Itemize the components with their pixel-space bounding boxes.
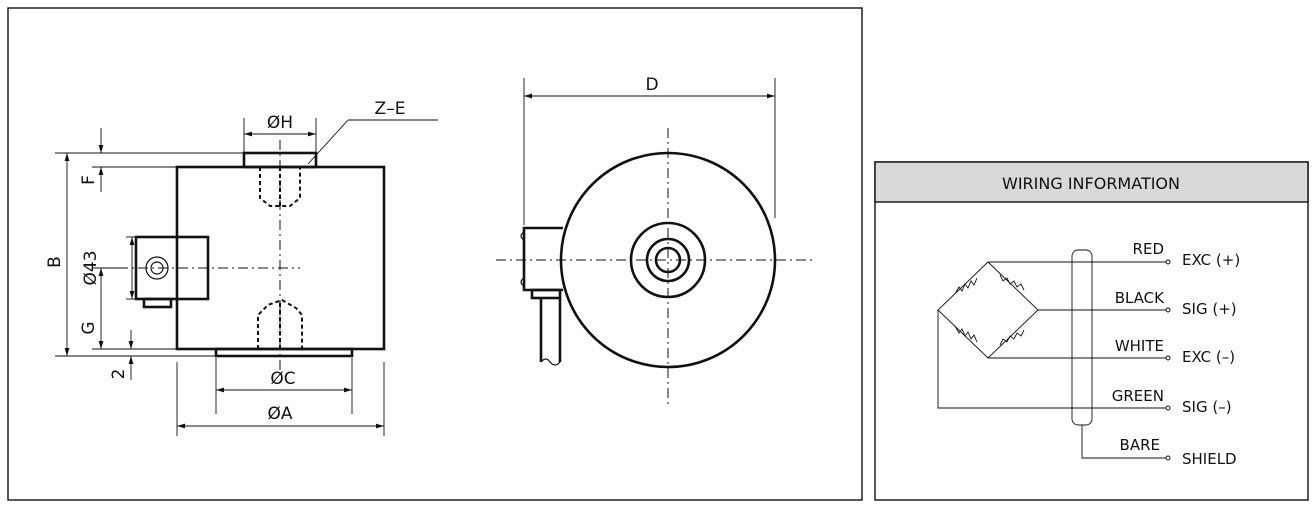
top-view-connector	[522, 226, 563, 292]
wire-color-label: BLACK	[1115, 289, 1165, 307]
dim-2-label: 2	[109, 369, 129, 380]
button-circle	[645, 237, 691, 283]
dim-c-label: ØC	[270, 369, 295, 389]
wiring-panel-frame	[874, 161, 1309, 501]
connector-foot	[142, 297, 173, 309]
wiring-diagram: RED BLACK WHITE GREEN BARE EXC (+) SIG (…	[937, 240, 1240, 468]
wire-terminal-label: EXC (–)	[1182, 348, 1235, 366]
dim-g-label: G	[79, 321, 99, 334]
shield-tube	[1071, 249, 1093, 426]
wire-color-label: WHITE	[1115, 337, 1164, 355]
dim-f-label: F	[79, 175, 99, 185]
cable	[539, 298, 562, 362]
bridge-diamond	[937, 261, 1039, 359]
wire-color-label: BARE	[1120, 436, 1160, 454]
wire-terminal-label: SIG (+)	[1182, 300, 1237, 318]
wire-terminal-label: EXC (+)	[1182, 251, 1240, 269]
wire-terminal-label: SIG (–)	[1182, 398, 1232, 416]
dim-b-label: B	[45, 256, 65, 268]
side-view	[118, 140, 386, 375]
dim-a-label: ØA	[267, 404, 292, 424]
bottom-base	[214, 347, 354, 358]
wiring-panel-title: WIRING INFORMATION	[1002, 174, 1180, 193]
dim-43-label: Ø43	[81, 250, 101, 285]
wire-terminal-label: SHIELD	[1182, 450, 1237, 468]
dim-ze-label: Z–E	[375, 99, 406, 119]
wiring-panel-header	[874, 161, 1309, 203]
top-view	[496, 128, 814, 408]
wire-color-label: RED	[1133, 240, 1164, 258]
top-view-connector-nut	[530, 288, 562, 300]
drawing-frame	[7, 7, 863, 501]
dim-d-label: D	[645, 75, 658, 95]
wire-color-label: GREEN	[1112, 387, 1164, 405]
dim-h-label: ØH	[267, 113, 293, 133]
